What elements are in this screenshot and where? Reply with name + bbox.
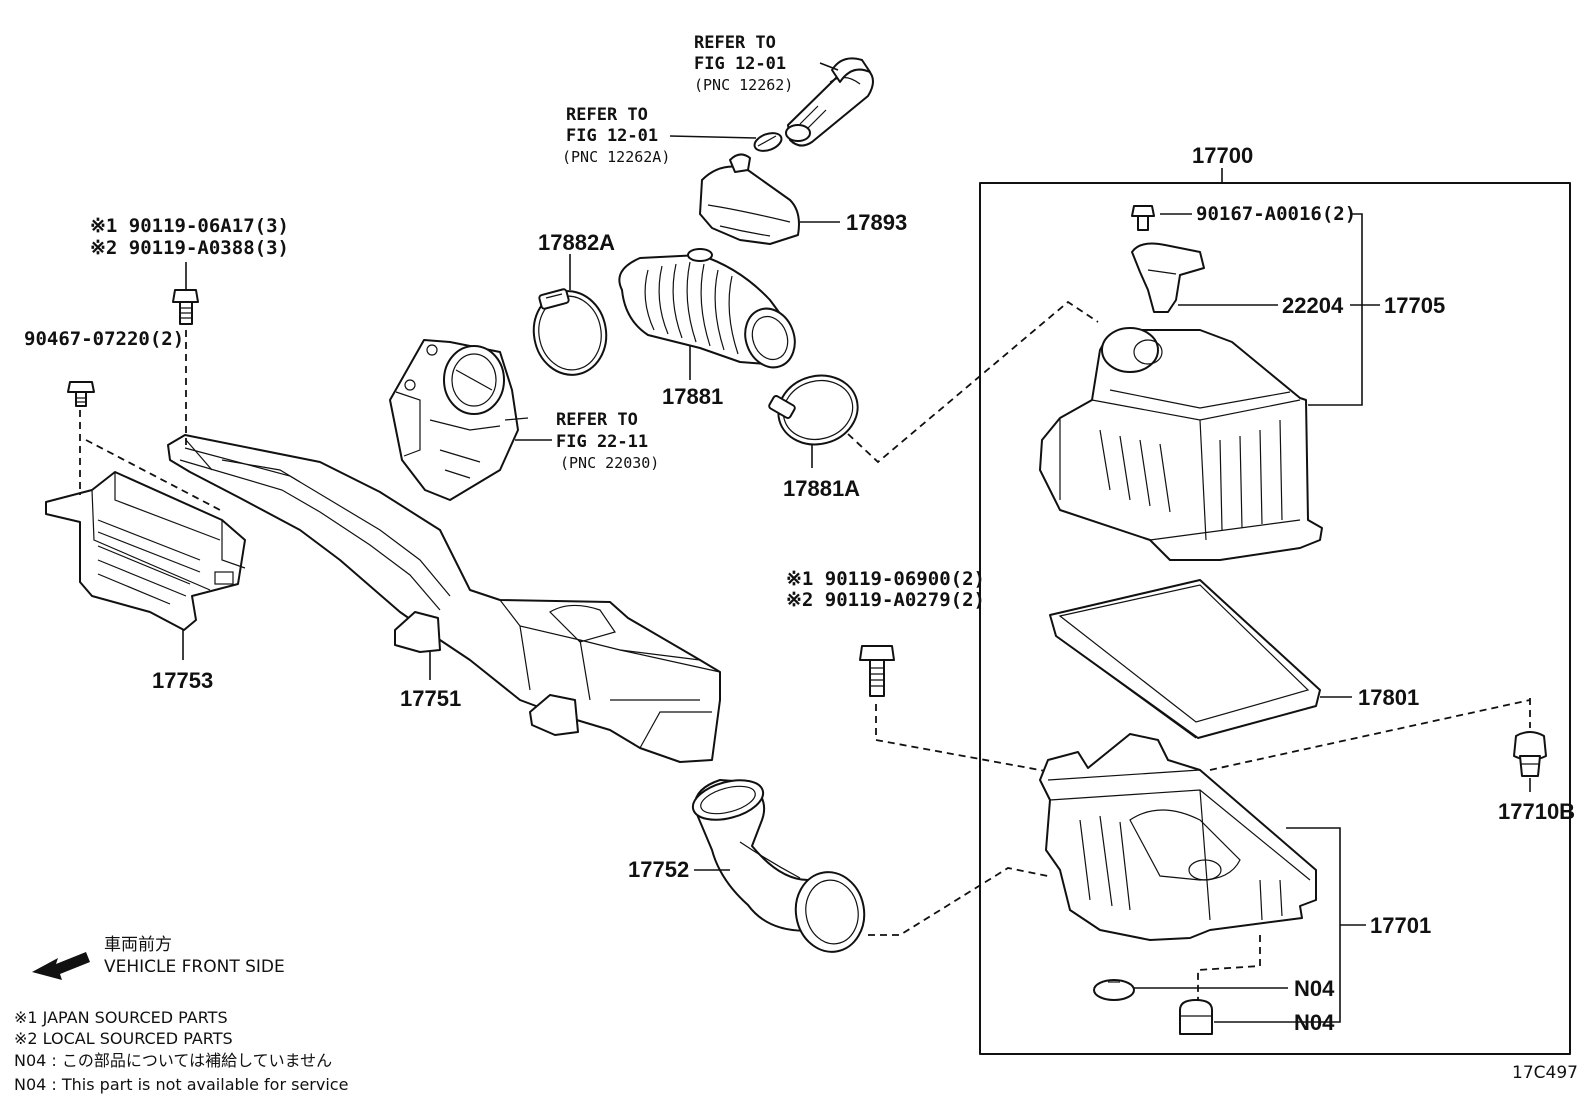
label-17881[interactable]: 17881	[662, 384, 723, 409]
elbow-hose-17752	[691, 779, 866, 953]
label-17752[interactable]: 17752	[628, 857, 689, 882]
bolt-90119-mid	[859, 645, 895, 697]
label-17801[interactable]: 17801	[1358, 685, 1419, 710]
svg-text:FIG 12-01: FIG 12-01	[566, 126, 658, 146]
grommet-17710B	[1513, 731, 1547, 777]
label-17893[interactable]: 17893	[846, 210, 907, 235]
label-n04-a[interactable]: N04	[1294, 976, 1335, 1001]
svg-text:※2 LOCAL SOURCED PARTS: ※2 LOCAL SOURCED PARTS	[14, 1029, 233, 1048]
duct-17751	[167, 434, 721, 763]
hose-17881	[618, 248, 796, 369]
svg-text:N04 : This part is not availab: N04 : This part is not available for ser…	[14, 1075, 348, 1094]
filter-17801	[1049, 579, 1321, 739]
sensor-22204	[1131, 242, 1205, 313]
label-17881A[interactable]: 17881A	[783, 476, 860, 501]
upper-case-17705	[1039, 327, 1323, 561]
svg-text:※2 90119-A0388(3): ※2 90119-A0388(3)	[90, 237, 289, 259]
hose-12262	[785, 57, 874, 147]
svg-text:FIG 12-01: FIG 12-01	[694, 54, 786, 74]
label-90467[interactable]: 90467-07220(2)	[24, 328, 184, 350]
svg-text:※1 90119-06A17(3): ※1 90119-06A17(3)	[90, 215, 289, 237]
front-arrow-icon	[32, 952, 90, 980]
inlet-17753	[45, 471, 246, 631]
svg-text:REFER TO: REFER TO	[556, 410, 638, 430]
label-17700[interactable]: 17700	[1192, 143, 1253, 168]
plug-n04-a	[1093, 979, 1135, 1001]
svg-text:※1 JAPAN SOURCED PARTS: ※1 JAPAN SOURCED PARTS	[14, 1008, 228, 1027]
figure-id: 17C497	[1512, 1063, 1578, 1083]
screw-90167	[1131, 205, 1155, 231]
throttle-body-22030	[389, 339, 529, 501]
label-90167[interactable]: 90167-A0016(2)	[1196, 203, 1356, 225]
label-17710B[interactable]: 17710B	[1498, 799, 1575, 824]
label-17705[interactable]: 17705	[1384, 293, 1445, 318]
assembly-box-17700	[979, 182, 1571, 1055]
svg-text:※1 90119-06900(2): ※1 90119-06900(2)	[786, 568, 985, 590]
svg-text:REFER TO: REFER TO	[566, 105, 648, 125]
clamp-17881A	[768, 374, 859, 446]
svg-text:N04 : この部品については補給していません: N04 : この部品については補給していません	[14, 1051, 332, 1070]
label-17701[interactable]: 17701	[1370, 913, 1431, 938]
svg-text:(PNC 22030): (PNC 22030)	[560, 454, 659, 472]
label-17751[interactable]: 17751	[400, 686, 461, 711]
bolt-90467	[67, 381, 95, 407]
resonator-17893	[699, 153, 800, 245]
plug-n04-b	[1179, 999, 1213, 1035]
svg-text:※2 90119-A0279(2): ※2 90119-A0279(2)	[786, 589, 985, 611]
svg-text:車両前方: 車両前方	[104, 935, 172, 955]
svg-text:VEHICLE FRONT SIDE: VEHICLE FRONT SIDE	[104, 957, 285, 977]
bolt-90119-left	[172, 289, 199, 325]
label-17882A[interactable]: 17882A	[538, 230, 615, 255]
lower-case-17701	[1039, 733, 1317, 941]
label-n04-b[interactable]: N04	[1294, 1010, 1335, 1035]
label-17753[interactable]: 17753	[152, 668, 213, 693]
clamp-17882A	[532, 288, 608, 376]
label-22204[interactable]: 22204	[1282, 293, 1344, 318]
svg-text:FIG 22-11: FIG 22-11	[556, 432, 648, 452]
svg-text:REFER TO: REFER TO	[694, 33, 776, 53]
clip-12262A	[753, 132, 783, 152]
svg-text:(PNC 12262): (PNC 12262)	[694, 76, 793, 94]
svg-text:(PNC 12262A): (PNC 12262A)	[562, 148, 670, 166]
